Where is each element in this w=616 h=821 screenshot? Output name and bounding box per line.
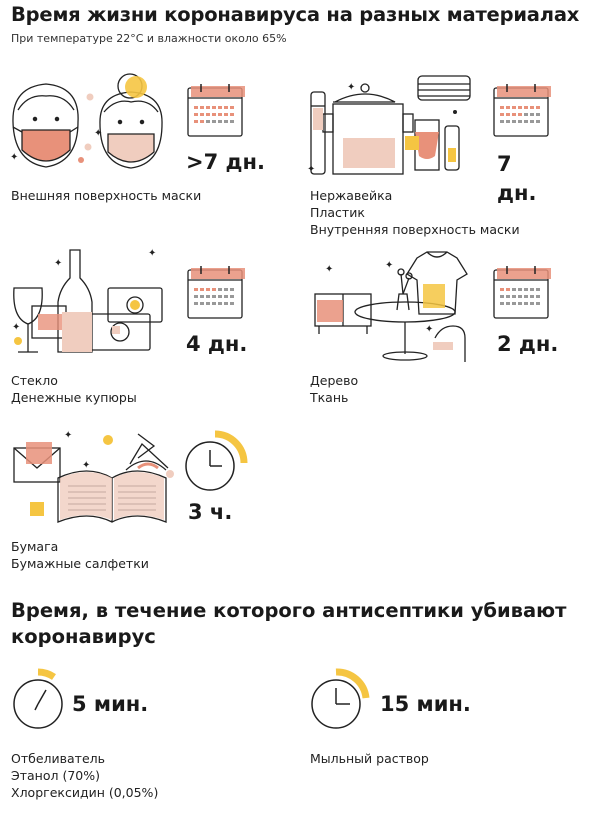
- material-labels: Дерево Ткань: [310, 372, 358, 406]
- duration-text: 15 мин.: [380, 692, 471, 716]
- antiseptic-labels: Мыльный раствор: [310, 750, 429, 767]
- duration-line: 7: [497, 152, 512, 176]
- svg-text:✦: ✦: [12, 322, 20, 333]
- material-labels: Бумага Бумажные салфетки: [11, 538, 149, 572]
- material-label: Нержавейка: [310, 188, 393, 203]
- material-label: Внутренняя поверхность маски: [310, 222, 520, 237]
- calendar-icon: [187, 266, 245, 319]
- duration-text: 3 ч.: [188, 500, 233, 524]
- antiseptic-label: Этанол (70%): [11, 768, 100, 783]
- svg-text:✦: ✦: [82, 460, 90, 471]
- clock-icon: [185, 430, 248, 491]
- antiseptic-label: Отбеливатель: [11, 751, 105, 766]
- svg-text:✦: ✦: [425, 324, 433, 335]
- page-subtitle: При температуре 22°С и влажности около 6…: [11, 32, 287, 45]
- duration-text: 7 дн.: [497, 150, 536, 208]
- material-label: Стекло: [11, 373, 58, 388]
- material-label: Денежные купюры: [11, 390, 137, 405]
- pot-and-bottles-icon: ✦ ✦: [307, 75, 471, 175]
- svg-text:✦: ✦: [10, 152, 18, 163]
- antiseptic-label: Хлоргексидин (0,05%): [11, 785, 159, 800]
- section-title: Время, в течение которого антисептики уб…: [11, 599, 567, 648]
- material-label: Пластик: [310, 205, 365, 220]
- duration-text: 2 дн.: [497, 332, 559, 356]
- calendar-icon: [493, 266, 551, 319]
- svg-text:✦: ✦: [148, 248, 156, 259]
- antiseptic-label: Мыльный раствор: [310, 751, 429, 766]
- calendar-icon: [493, 84, 551, 137]
- material-labels: Стекло Денежные купюры: [11, 372, 137, 406]
- material-label: Бумага: [11, 539, 59, 554]
- material-labels: Внешняя поверхность маски: [11, 187, 201, 204]
- svg-text:✦: ✦: [385, 260, 393, 271]
- svg-text:✦: ✦: [347, 82, 355, 93]
- svg-text:✦: ✦: [307, 164, 315, 175]
- svg-text:✦: ✦: [325, 264, 333, 275]
- material-label: Ткань: [310, 390, 349, 405]
- material-label: Дерево: [310, 373, 359, 388]
- table-and-shirt-icon: ✦ ✦ ✦: [314, 251, 468, 362]
- clock-icon: [311, 668, 370, 729]
- duration-text: 4 дн.: [186, 332, 248, 356]
- svg-text:✦: ✦: [94, 128, 102, 139]
- glass-and-banknotes-icon: ✦ ✦ ✦: [12, 248, 163, 353]
- duration-line: дн.: [497, 181, 537, 205]
- book-and-envelope-icon: ✦ ✦: [13, 430, 174, 523]
- calendar-icon: [187, 84, 245, 137]
- duration-text: 5 мин.: [72, 692, 149, 716]
- antiseptic-labels: Отбеливатель Этанол (70%) Хлоргексидин (…: [11, 750, 158, 801]
- material-labels: Нержавейка Пластик Внутренняя поверхност…: [310, 187, 520, 238]
- svg-text:✦: ✦: [54, 258, 62, 269]
- duration-text: >7 дн.: [186, 150, 265, 174]
- material-label: Бумажные салфетки: [11, 556, 149, 571]
- material-label: Внешняя поверхность маски: [11, 188, 202, 203]
- clock-icon: [13, 668, 63, 729]
- page-title: Время жизни коронавируса на разных матер…: [11, 3, 580, 26]
- svg-text:✦: ✦: [64, 430, 72, 441]
- masked-faces-icon: ✦ ✦: [10, 73, 163, 169]
